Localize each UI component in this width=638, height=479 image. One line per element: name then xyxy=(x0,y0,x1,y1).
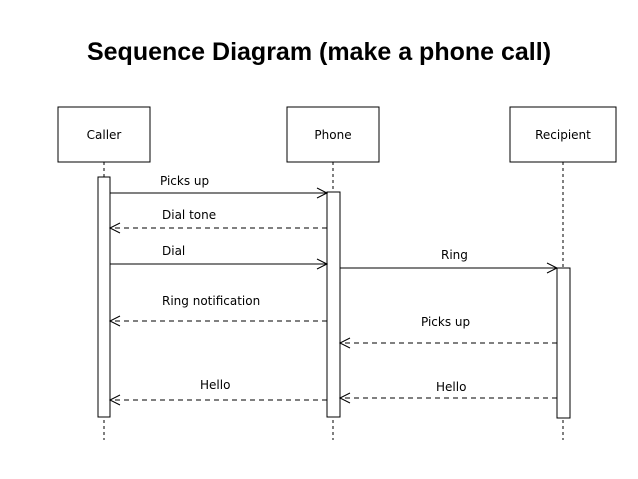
message-picks-up-recipient: Picks up xyxy=(338,315,557,349)
message-dial-tone: Dial tone xyxy=(108,208,327,234)
recipient-activation xyxy=(556,267,571,419)
phone-activation xyxy=(326,191,341,418)
page-title: Sequence Diagram (make a phone call) xyxy=(86,38,552,66)
participant-phone-label: Phone xyxy=(314,128,351,142)
message-label: Hello xyxy=(200,378,230,392)
participant-caller-label: Caller xyxy=(87,128,122,142)
message-ring-notification: Ring notification xyxy=(108,294,327,327)
message-picks-up-caller: Picks up xyxy=(110,174,329,199)
caller-activation xyxy=(97,176,111,418)
message-label: Picks up xyxy=(160,174,209,188)
message-label: Hello xyxy=(436,380,466,394)
participant-caller: Caller xyxy=(57,106,151,163)
message-label: Dial tone xyxy=(162,208,216,222)
message-label: Ring xyxy=(441,248,468,262)
message-label: Picks up xyxy=(421,315,470,329)
message-dial: Dial xyxy=(110,244,329,270)
participant-recipient: Recipient xyxy=(509,106,617,163)
message-label: Dial xyxy=(162,244,185,258)
message-label: Ring notification xyxy=(162,294,260,308)
message-hello-phone: Hello xyxy=(338,380,557,404)
message-hello-caller: Hello xyxy=(108,378,327,406)
participant-phone: Phone xyxy=(286,106,380,163)
message-ring: Ring xyxy=(340,248,559,274)
participant-recipient-label: Recipient xyxy=(535,128,591,142)
